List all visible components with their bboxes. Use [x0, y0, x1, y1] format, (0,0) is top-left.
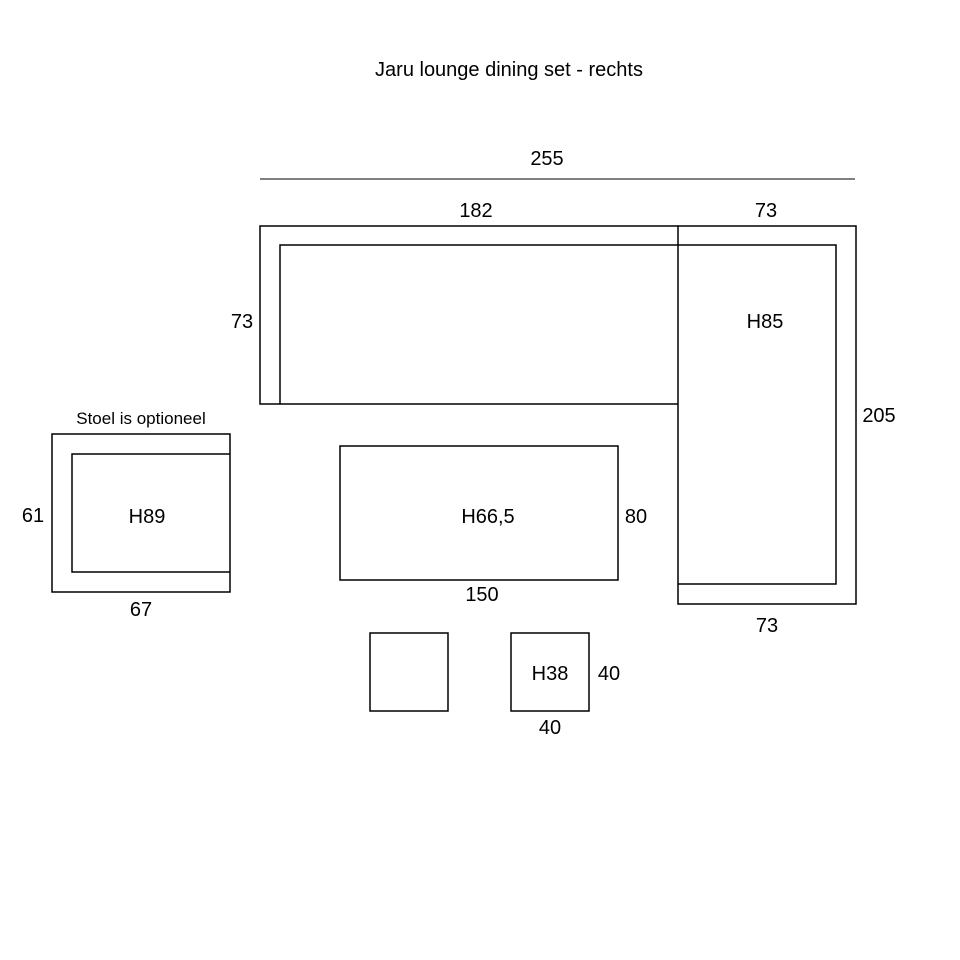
diagram-title: Jaru lounge dining set - rechts: [375, 59, 643, 81]
table-outline: [339, 445, 619, 581]
chair-height-label: H89: [129, 506, 166, 528]
sofa-length-label: 182: [459, 200, 492, 222]
sofa-inner-outline: [279, 244, 678, 404]
stool-right-outline: [510, 632, 590, 712]
chair: [51, 433, 231, 593]
chair-outline: [51, 433, 231, 593]
table-width-label: 150: [465, 584, 498, 606]
corner-outline: [677, 225, 857, 605]
corner-inner-outline: [678, 244, 837, 585]
corner-length-label: 205: [862, 405, 895, 427]
corner-section: [677, 225, 857, 605]
sofa-depth-label: 73: [231, 311, 253, 333]
stool-height-label: H38: [532, 663, 569, 685]
chair-depth-label: 61: [22, 505, 44, 527]
corner-width-bottom-label: 73: [756, 615, 778, 637]
chair-inner-outline: [71, 453, 230, 573]
sofa-section: [259, 225, 678, 405]
stool-depth-label: 40: [598, 663, 620, 685]
stool-left-outline: [369, 632, 449, 712]
stool-width-label: 40: [539, 717, 561, 739]
sofa-outline: [259, 225, 678, 405]
table-depth-label: 80: [625, 506, 647, 528]
overall-width-label: 255: [530, 148, 563, 170]
chair-note: Stoel is optioneel: [76, 409, 205, 428]
corner-height-label: H85: [747, 311, 784, 333]
corner-width-top-label: 73: [755, 200, 777, 222]
table-height-label: H66,5: [461, 506, 514, 528]
chair-width-label: 67: [130, 599, 152, 621]
